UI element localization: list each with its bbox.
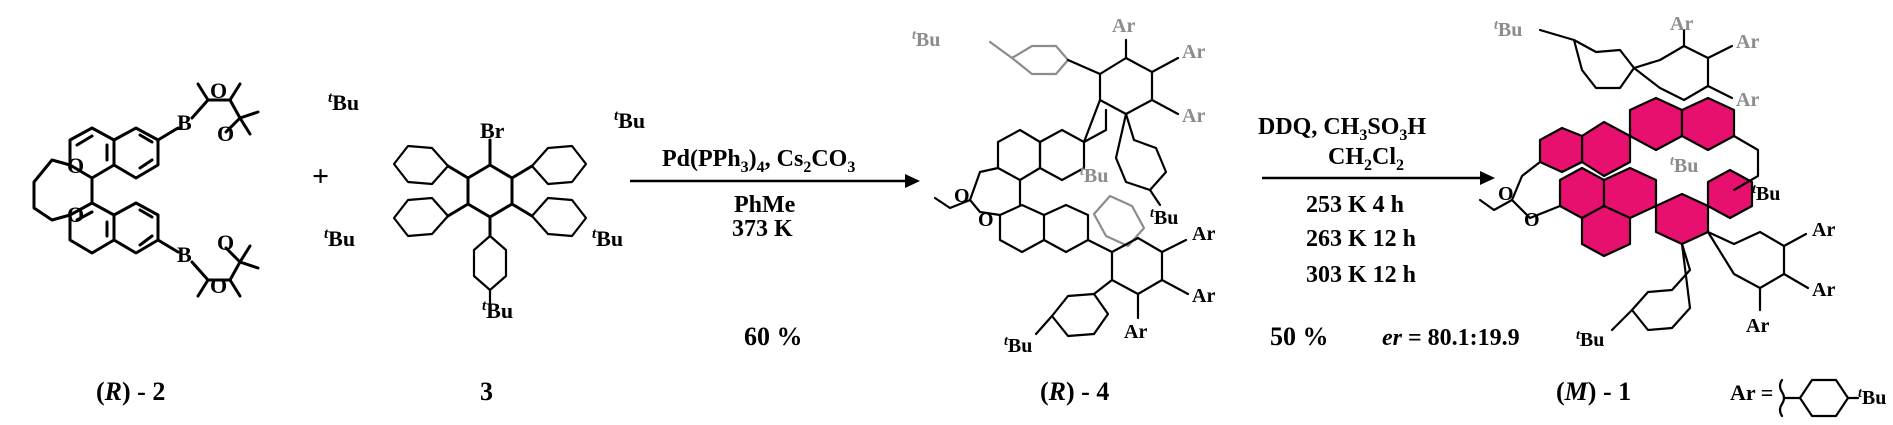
tbu-label: tBu (1752, 182, 1780, 205)
atom-o: O (210, 273, 227, 298)
compound-label-m1: (M) - 1 (1556, 377, 1631, 406)
step2-yield: 50 % (1270, 322, 1329, 351)
ar-label-grey: Ar (1736, 89, 1759, 111)
step2-condition-2: 263 K 12 h (1306, 226, 1416, 252)
atom-o: O (217, 230, 234, 255)
ar-label-grey: Ar (1736, 31, 1759, 53)
compound-label-r4: (R) - 4 (1040, 377, 1109, 406)
step1-yield: 60 % (744, 322, 803, 351)
step2-oxidant: DDQ, CH3SO3H (1258, 114, 1426, 144)
tbu-label: tBu (592, 226, 623, 251)
ar-label-grey: Ar (1182, 105, 1205, 127)
ar-label-grey: Ar (1670, 13, 1693, 35)
atom-b: B (177, 242, 192, 267)
arrow-head-1 (905, 174, 920, 188)
tbu-label: tBu (1150, 206, 1178, 229)
step1-catalyst: Pd(PPh3)4, Cs2CO3 (662, 146, 855, 176)
step1-temperature: 373 K (732, 216, 793, 242)
tbu-label-grey: tBu (1670, 154, 1698, 177)
ar-label-grey: Ar (1182, 41, 1205, 63)
compound-label-r2: (R) - 2 (96, 377, 165, 406)
compound-r4-structure (933, 38, 1190, 338)
compound-r2-structure (32, 82, 260, 298)
step1-solvent: PhMe (734, 192, 796, 218)
atom-o: O (67, 153, 84, 178)
ar-label: Ar (1812, 279, 1835, 301)
atom-o: O (954, 185, 970, 207)
atom-o: O (1524, 209, 1540, 231)
tbu-label: tBu (614, 108, 645, 133)
atom-o: O (67, 202, 84, 227)
atom-o: O (1498, 183, 1514, 205)
tbu-label: tBu (328, 90, 359, 115)
tbu-label: tBu (1576, 328, 1604, 351)
tbu-label-grey: tBu (912, 28, 940, 51)
tbu-label: tBu (482, 298, 513, 323)
arrow-head-2 (1480, 171, 1495, 185)
ar-legend-structure (1778, 378, 1860, 418)
step2-er: er = 80.1:19.9 (1382, 325, 1520, 351)
ar-label-grey: Ar (1112, 15, 1135, 37)
tbu-label: tBu (1004, 334, 1032, 357)
tbu-label-grey: tBu (1080, 164, 1108, 187)
step2-condition-3: 303 K 12 h (1306, 262, 1416, 288)
step2-solvent: CH2Cl2 (1328, 144, 1404, 174)
atom-b: B (177, 110, 192, 135)
compound-m1-structure (1478, 28, 1810, 332)
ar-label: Ar (1124, 321, 1147, 343)
atom-br: Br (480, 118, 505, 143)
ar-legend-label: Ar = (1730, 380, 1773, 405)
atom-o: O (217, 121, 234, 146)
compound-3-structure (392, 138, 588, 306)
atom-o: O (978, 209, 994, 231)
tbu-label: tBu (324, 226, 355, 251)
ar-label: Ar (1192, 285, 1215, 307)
ar-label: Ar (1812, 219, 1835, 241)
tbu-label: tBu (1858, 386, 1886, 409)
atom-o: O (210, 78, 227, 103)
plus-sign: + (312, 160, 329, 193)
step2-condition-1: 253 K 4 h (1306, 192, 1404, 218)
tbu-label-grey: tBu (1494, 18, 1522, 41)
ar-label: Ar (1746, 315, 1769, 337)
compound-label-3: 3 (480, 377, 493, 406)
ar-label: Ar (1192, 223, 1215, 245)
